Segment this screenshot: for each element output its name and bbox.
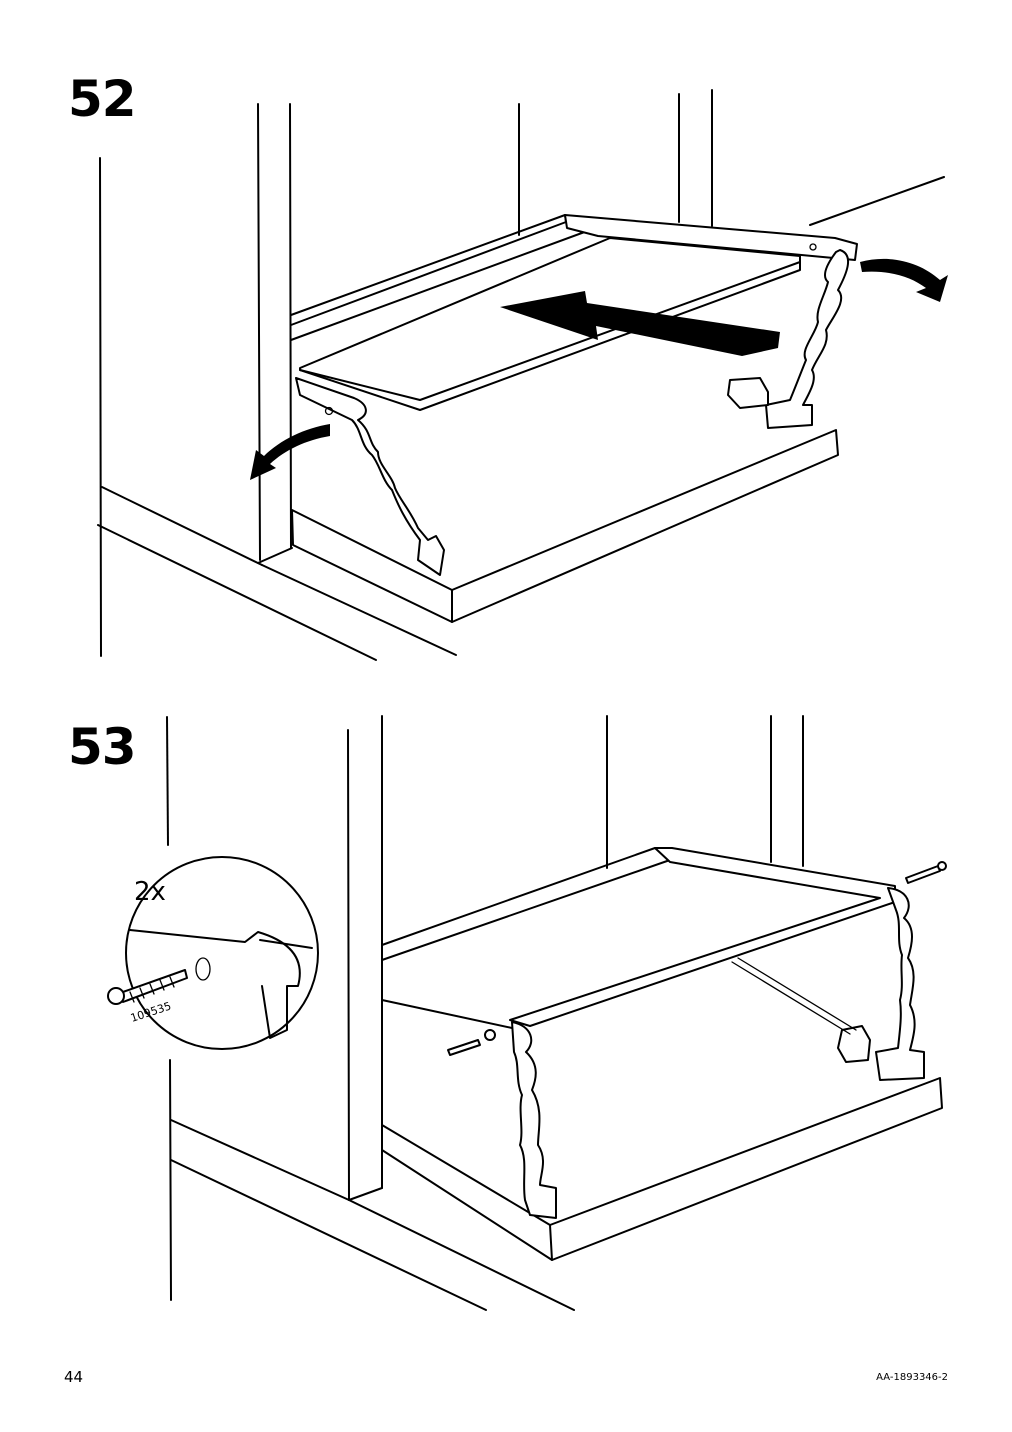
page-number: 44 (64, 1368, 84, 1386)
step-number: 52 (68, 70, 137, 128)
quantity-label: 2x (134, 877, 166, 907)
screw-icon (905, 861, 947, 884)
screw-icon (107, 969, 188, 1005)
document-code: AA-1893346-2 (876, 1372, 948, 1383)
step-number: 53 (68, 718, 137, 776)
screw-icon (447, 1029, 496, 1056)
